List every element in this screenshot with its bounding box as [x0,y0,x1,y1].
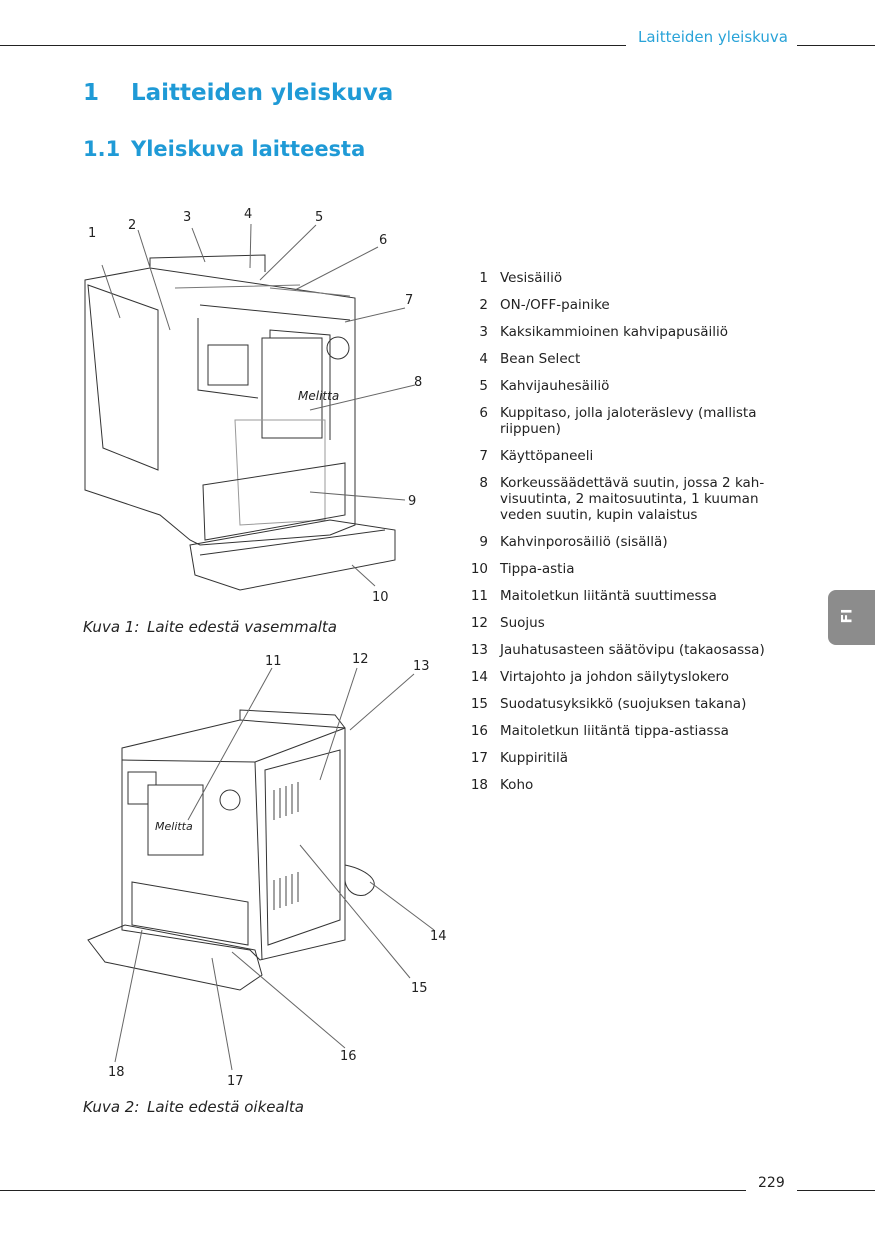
svg-text:Melitta: Melitta [298,389,339,403]
svg-text:7: 7 [405,293,413,308]
svg-text:4: 4 [244,207,252,222]
svg-text:8: 8 [414,375,422,390]
figure1-caption: Kuva 1:Laite edestä vasemmalta [83,618,337,636]
svg-text:18: 18 [108,1065,125,1080]
footer-rule [797,1190,875,1191]
footer-rule [0,1190,746,1191]
header-rule [797,45,875,46]
language-tab: FI [828,590,875,645]
svg-text:10: 10 [372,590,389,605]
figure1-machine-front-left: Melitta [84,223,416,591]
svg-text:9: 9 [408,494,416,509]
running-title: Laitteiden yleiskuva [638,28,788,46]
svg-text:6: 6 [379,233,387,248]
figure2-caption: Kuva 2:Laite edestä oikealta [83,1098,304,1116]
page-number: 229 [758,1175,785,1191]
svg-text:2: 2 [128,218,136,233]
svg-text:11: 11 [265,654,282,669]
svg-text:14: 14 [430,929,447,944]
figure2-callouts: 11 12 13 14 15 16 17 18 [108,652,447,1089]
header-rule [0,45,626,46]
svg-text:13: 13 [413,659,430,674]
svg-text:12: 12 [352,652,369,667]
svg-text:15: 15 [411,981,428,996]
svg-text:3: 3 [183,210,191,225]
figure2-machine-front-right: Melitta [87,667,435,1071]
svg-text:5: 5 [315,210,323,225]
figure1-callouts: 1 2 3 4 5 6 7 8 9 10 [88,207,422,605]
svg-text:Melitta: Melitta [155,820,193,833]
svg-text:16: 16 [340,1049,357,1064]
svg-text:1: 1 [88,226,96,241]
svg-text:17: 17 [227,1074,244,1089]
